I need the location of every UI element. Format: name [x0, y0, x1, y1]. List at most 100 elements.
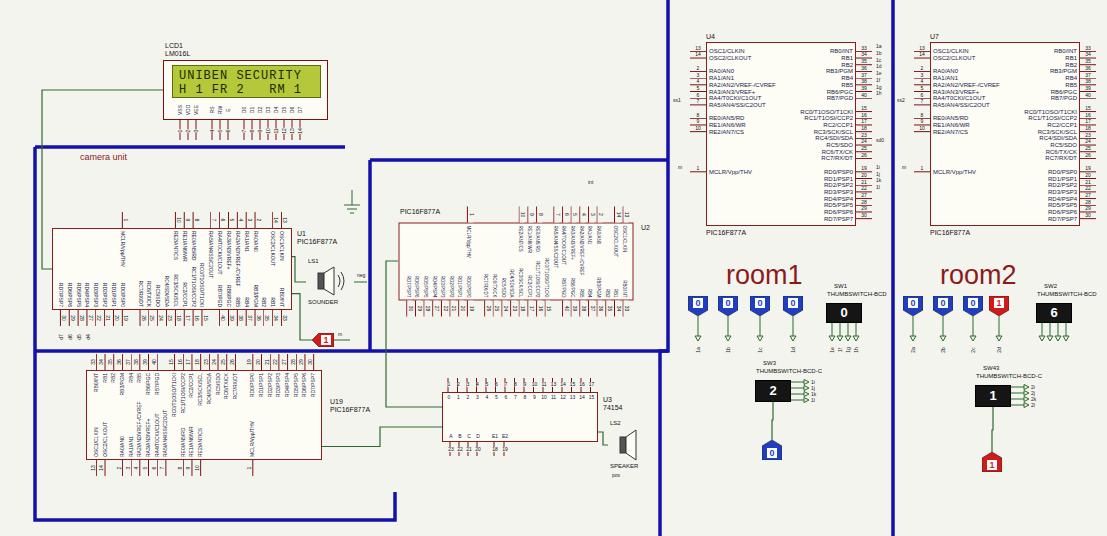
- pin-line: [467, 378, 468, 392]
- pin-number: 3: [690, 73, 706, 78]
- pin-number: 8: [537, 206, 542, 222]
- pin-number: 10: [914, 126, 930, 131]
- ic-body: OSC1/CLKIN13OSC2/CLKOUT14RA0/AN02RA1/AN1…: [930, 42, 1080, 226]
- logic-state: 0: [963, 296, 983, 316]
- pin-line: [209, 354, 210, 370]
- pin-line: [477, 442, 478, 456]
- pin-number: 7: [211, 212, 216, 228]
- net-label: 2k: [1031, 397, 1036, 402]
- pin-name: RD3/PSP3: [439, 275, 444, 297]
- pin-number: 5: [486, 382, 489, 387]
- pin-name: RD6/PSP6: [413, 275, 418, 297]
- pin-number: 21: [1080, 180, 1096, 185]
- pin-line: [287, 354, 288, 370]
- pin-number: 12: [282, 128, 287, 134]
- part-ref: SW2: [1044, 283, 1057, 289]
- thumbwheel-switch: SW1THUMBSWITCH-BCD0: [826, 303, 862, 323]
- pin-number: 39: [143, 354, 148, 370]
- pin-name: RC3/SCK/SCL: [814, 129, 853, 135]
- pin-line: [131, 460, 132, 476]
- logic-state-shape: [783, 296, 803, 316]
- pin-number: 29: [70, 310, 75, 326]
- wire: [832, 323, 856, 336]
- pin-number: 27: [433, 300, 438, 316]
- wire-connector: [992, 407, 993, 452]
- pin-number: 39: [856, 86, 872, 91]
- pin-name: RC3/SCK/SCL: [517, 267, 522, 297]
- pin-number: 13: [914, 46, 930, 51]
- pin-number: 23: [511, 300, 516, 316]
- pin-name: RA0/AN0: [120, 436, 125, 457]
- pin-number: 15: [856, 106, 872, 111]
- pin-number: 8: [194, 212, 199, 228]
- pin-number: 40: [563, 300, 568, 316]
- pin-name: RE0/AN5/RD: [181, 428, 186, 457]
- pin-number: 19: [1080, 166, 1096, 171]
- pin-line: [157, 460, 158, 476]
- pin-number: 39: [229, 310, 234, 326]
- pin-number: 10: [519, 206, 524, 222]
- pin-name: RC0/T1OSO/T1CKI: [1024, 109, 1077, 115]
- pin-number: 26: [230, 354, 235, 370]
- pin-name: RD7/PSP7: [58, 283, 63, 307]
- thumbwheel-switch: SW3THUMBSWITCH-BCD-C2: [755, 380, 791, 402]
- logic-state: 0: [750, 296, 770, 316]
- region-border: [35, 147, 395, 520]
- pin-line: [448, 378, 449, 392]
- ic-body: OSC1/CLKIN13OSC2/CLKOUT14RA0/AN02RA1/AN1…: [86, 370, 322, 460]
- part-value: PIC16F877A: [400, 208, 440, 215]
- logic-state-shape: [762, 440, 782, 460]
- logic-state-shape: [718, 296, 738, 316]
- pin-name: RB1: [270, 297, 275, 307]
- region-border: [35, 145, 345, 149]
- pin-name: RB2: [1065, 62, 1077, 68]
- pin-number: 3: [914, 73, 930, 78]
- pin-number: 38: [580, 300, 585, 316]
- pin-name: RB7/PGD: [827, 95, 853, 101]
- pin-name: RD4/PSP4: [824, 196, 853, 202]
- pin-number: 2: [457, 382, 460, 387]
- pin-number: 17: [589, 382, 595, 387]
- pin-name: 5: [495, 395, 498, 400]
- pin-number: 26: [856, 153, 872, 158]
- part-ref: U3: [603, 396, 612, 403]
- region-label: camera unit: [80, 153, 127, 162]
- pin-name: RD0/PSP0: [1048, 169, 1077, 175]
- pin-line: [292, 120, 293, 140]
- pin-name: RA4/T0CKI/C1OUT: [933, 95, 985, 101]
- net-label: 1b: [726, 347, 731, 353]
- net-terminal: [804, 380, 809, 403]
- pin-number: 2: [117, 460, 122, 476]
- pin-name: OSC1/CLKIN: [279, 231, 284, 261]
- pin-number: 7: [505, 382, 508, 387]
- part-value: SOUNDER: [308, 299, 338, 305]
- pin-number: 20: [1080, 173, 1096, 178]
- net-label: 1f: [876, 78, 880, 83]
- pin-number: 34: [856, 52, 872, 57]
- pin-name: MCLR/Vpp/THV: [120, 231, 125, 267]
- pin-name: 3: [476, 395, 479, 400]
- pin-number: 20: [114, 310, 119, 326]
- thumbwheel-switch: SW43THUMBSWITCH-BCD-C1: [975, 385, 1011, 407]
- pin-name: 15: [589, 395, 595, 400]
- pin-number: 8: [914, 113, 930, 118]
- pin-name: RC4/SDI/SDA: [164, 276, 169, 307]
- pin-number: 37: [247, 310, 252, 326]
- pin-name: D6: [290, 107, 295, 113]
- pin-number: 15: [169, 354, 174, 370]
- pin-number: 1: [690, 166, 706, 171]
- pin-name: RA4/T0CKI/C1OUT: [560, 225, 565, 264]
- pin-name: RA3/AN3/VREF+: [226, 231, 231, 270]
- pin-name: RD5/PSP5: [824, 202, 853, 208]
- logic-state-shape: [903, 296, 923, 316]
- pin-number: 37: [126, 354, 131, 370]
- pin-number: 20: [475, 447, 481, 452]
- pin-number: 20: [459, 300, 464, 316]
- pin-line: [96, 354, 97, 370]
- pin-number: 40: [220, 310, 225, 326]
- pin-name: RD3/PSP3: [824, 189, 853, 195]
- net-label: d6: [68, 334, 73, 340]
- pin-name: 14: [579, 395, 585, 400]
- pin-name: RC5/SDO: [826, 142, 853, 148]
- pin-number: 5: [690, 86, 706, 91]
